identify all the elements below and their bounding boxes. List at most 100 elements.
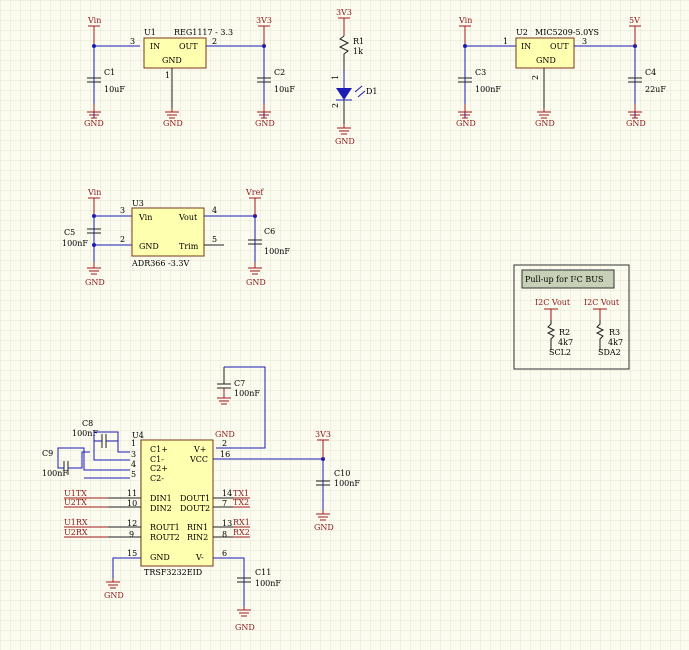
r3-value: 4k7 (608, 338, 623, 347)
r2-resistor[interactable] (546, 320, 556, 350)
u1-pin2: 2 (212, 37, 217, 46)
r3-ref: R3 (609, 328, 620, 337)
u1-gnd-symbol (165, 108, 179, 119)
c11-ref: C11 (255, 568, 271, 577)
c5-value: 100nF (62, 239, 88, 248)
u2-gnd-symbol (537, 108, 551, 119)
c5-gnd-label: GND (85, 278, 105, 287)
r3-resistor[interactable] (595, 320, 605, 350)
u1-ref: U1 (144, 28, 156, 37)
c5-capacitor[interactable]: C5 100nF (62, 228, 101, 248)
u4-pin12: 12 (127, 519, 137, 528)
u4-pin11: 11 (127, 489, 137, 498)
u4-pin10: 10 (127, 499, 137, 508)
u3-pin-vin: Vin (138, 213, 152, 222)
c4-value: 22uF (645, 85, 666, 94)
r3-vout-label: I2C Vout (584, 298, 620, 307)
u1-pin1: 1 (165, 71, 170, 80)
c3-value: 100nF (475, 85, 501, 94)
u4-pin-din1: DIN1 (150, 494, 172, 503)
c4-capacitor[interactable]: C4 22uF (628, 68, 666, 94)
u1-part: REG1117 - 3.3 (174, 28, 233, 37)
c6-capacitor[interactable]: C6 100nF (248, 227, 290, 256)
c10-value: 100nF (334, 479, 360, 488)
u4-pin5: 5 (131, 470, 136, 479)
u3-pin-vout: Vout (178, 213, 198, 222)
pullup-group[interactable]: Pull-up for I²C BUS I2C Vout R2 4k7 SCL2… (513, 264, 630, 370)
d1-light-arrows (354, 85, 366, 98)
u4-pin-vplus: V+ (193, 445, 206, 454)
u4-tx2-label: TX2 (233, 498, 249, 507)
d1-gnd-symbol (337, 124, 351, 135)
c10-gnd-symbol (316, 510, 330, 521)
u1-gnd-label: GND (163, 119, 183, 128)
c4-ref: C4 (645, 68, 656, 77)
c3-gnd-symbol (458, 104, 472, 119)
u3-ref: U3 (132, 199, 144, 208)
led-indicator[interactable]: 3V3 R1 1k 1 D1 2 GND (331, 8, 378, 146)
u2-ref: U2 (516, 28, 528, 37)
c11-gnd-label: GND (235, 623, 255, 632)
u3-reference[interactable]: Vin C5 100nF GND U3 Vin Vout GND Trim AD… (62, 188, 290, 287)
u1-3v3-label: 3V3 (256, 16, 272, 25)
u3-pin-trim: Trim (179, 242, 199, 251)
d1-gnd-label: GND (335, 137, 355, 146)
u2-pin-gnd: GND (536, 56, 556, 65)
u1-pin-gnd: GND (162, 56, 182, 65)
u4-transceiver[interactable]: C7 100nF GND C8 100nF C9 100nF U4 C1+ C1… (42, 366, 360, 632)
u4-pin3: 3 (131, 450, 136, 459)
r1-ref: R1 (353, 37, 364, 46)
u3-part: ADR366 -3.3V (131, 259, 189, 268)
u4-pin-c1p: C1+ (150, 445, 168, 454)
pullup-frame (513, 264, 630, 370)
u3-pin4: 4 (212, 206, 217, 215)
u3-pin5: 5 (212, 235, 217, 244)
d1-diode[interactable] (336, 88, 352, 100)
c6-gnd-label: GND (246, 278, 266, 287)
u4-u2tx-label: U2TX (64, 498, 87, 507)
u4-pin2: 2 (222, 439, 227, 448)
c1-ref: C1 (104, 68, 115, 77)
d1-pin2: 2 (331, 103, 340, 108)
u2-regulator[interactable]: Vin C3 100nF GND U2 MIC5209-5.0YS IN OUT… (456, 16, 666, 128)
u1-regulator[interactable]: Vin C1 10uF GND U1 REG1117 - 3.3 IN OUT … (84, 16, 295, 128)
u4-pin9: 9 (129, 530, 134, 539)
c5-gnd-symbol (87, 262, 101, 275)
u4-rx1-label: RX1 (233, 518, 250, 527)
c2-ref: C2 (274, 68, 285, 77)
c10-capacitor[interactable]: C10 100nF (316, 469, 360, 488)
r1-resistor[interactable] (338, 35, 350, 70)
u2-vin-label: Vin (458, 16, 472, 25)
scl2-label: SCL2 (549, 348, 571, 357)
u4-part: TRSF3232EID (144, 568, 202, 577)
r1-3v3-label: 3V3 (336, 8, 352, 17)
u1-pin3: 3 (130, 37, 135, 46)
c9-value: 100nF (42, 469, 68, 478)
c7-gnd-label: GND (215, 430, 235, 439)
c2-value: 10uF (274, 85, 295, 94)
c2-capacitor[interactable]: C2 10uF (257, 68, 295, 94)
c3-capacitor[interactable]: C3 100nF (458, 68, 501, 94)
r1-value: 1k (353, 47, 363, 56)
u4-pin16: 16 (220, 450, 230, 459)
u4-pin4: 4 (131, 460, 136, 469)
c2-gnd-symbol (257, 104, 271, 119)
u3-pin3: 3 (120, 206, 125, 215)
u4-body (140, 439, 214, 567)
pullup-title: Pull-up for I²C BUS (525, 275, 603, 284)
c1-gnd-symbol (87, 104, 101, 119)
u2-pin-in: IN (521, 42, 531, 51)
u1-body (143, 37, 207, 69)
c6-value: 100nF (264, 247, 290, 256)
c1-gnd-label: GND (84, 119, 104, 128)
c2-gnd-label: GND (255, 119, 275, 128)
u4-pin-rin2: RIN2 (187, 533, 208, 542)
u4-pin-c2p: C2+ (150, 464, 168, 473)
u3-vin-label: Vin (87, 188, 101, 197)
u4-3v3-label: 3V3 (315, 430, 331, 439)
c11-value: 100nF (255, 579, 281, 588)
u4-pin-rin1: RIN1 (187, 523, 208, 532)
c1-capacitor[interactable]: C1 10uF (87, 68, 125, 94)
c11-capacitor[interactable]: C11 100nF (237, 568, 281, 588)
